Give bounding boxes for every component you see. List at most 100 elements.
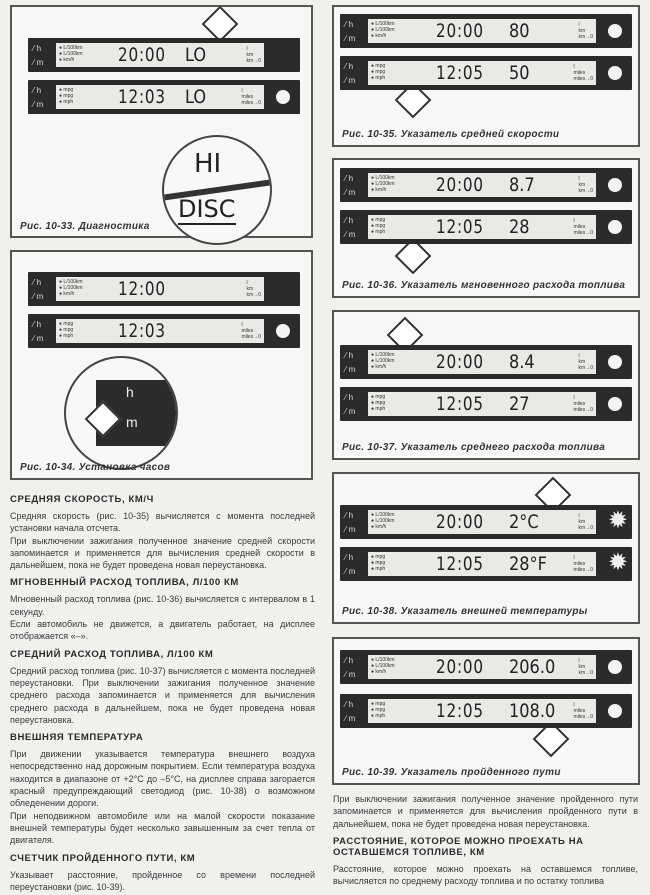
minute-button[interactable]: m [348, 525, 356, 534]
reset-button[interactable] [608, 397, 622, 411]
reset-button[interactable] [608, 704, 622, 718]
clock-buttons[interactable]: ⁄ h⁄ m [345, 511, 356, 534]
unit-label: L/100km [375, 181, 395, 187]
unit-label: km/h [63, 57, 75, 63]
hour-button[interactable]: h [36, 278, 42, 287]
paragraph: Мгновенный расход топлива (рис. 10-36) в… [10, 594, 315, 617]
hour-button[interactable]: h [348, 351, 354, 360]
reset-button[interactable] [608, 66, 622, 80]
unit-label: km→0 [578, 34, 593, 40]
clock-readout: 12:05 [436, 553, 485, 575]
minute-button[interactable]: m [348, 76, 356, 85]
clock-buttons[interactable]: ⁄ h⁄ m [33, 44, 44, 67]
clock-readout: 20:00 [436, 656, 485, 678]
clock-buttons[interactable]: ⁄ h⁄ m [345, 174, 356, 197]
hour-button[interactable]: h [36, 44, 42, 53]
unit-label: l [246, 280, 248, 286]
clock-buttons[interactable]: ⁄ h⁄ m [345, 20, 356, 43]
unit-label: L/100km [63, 279, 83, 285]
unit-label: miles [573, 70, 586, 76]
minute-button[interactable]: m [36, 334, 44, 343]
trip-computer-display: ⁄ h⁄ m ● L/100km● L/100km● km/h 20:00 2°… [340, 505, 632, 539]
unit-label: mpg [375, 217, 386, 223]
left-unit-labels: ● mpg● mpg● mph [59, 321, 74, 339]
minute-button[interactable]: m [348, 365, 356, 374]
minute-button[interactable]: m [348, 230, 356, 239]
hour-button[interactable]: h [36, 320, 42, 329]
minute-button[interactable]: m [348, 34, 356, 43]
hour-button[interactable]: h [348, 174, 354, 183]
unit-label: mpg [63, 327, 74, 333]
minute-button[interactable]: m [348, 714, 356, 723]
trip-computer-display: ⁄ h⁄ m ● L/100km● L/100km● km/h 20:00 8.… [340, 345, 632, 379]
unit-label: l [578, 176, 580, 182]
value-readout: LO [184, 86, 207, 108]
clock-buttons-inset: h m [64, 356, 178, 470]
hour-button[interactable]: h [348, 553, 354, 562]
clock-buttons[interactable]: ⁄ h⁄ m [345, 62, 356, 85]
clock-buttons[interactable]: ⁄ h⁄ m [345, 656, 356, 679]
minute-button[interactable]: m [348, 188, 356, 197]
minute-button[interactable]: m [36, 292, 44, 301]
unit-label: miles [573, 401, 586, 407]
reset-button[interactable] [608, 24, 622, 38]
hour-button[interactable]: h [348, 62, 354, 71]
unit-label: km→0 [578, 365, 593, 371]
left-unit-labels: ● L/100km● L/100km● km/h [59, 279, 83, 297]
clock-buttons[interactable]: ⁄ h⁄ m [33, 320, 44, 343]
value-readout: 8.7 [509, 174, 536, 196]
hour-button[interactable]: h [36, 86, 42, 95]
clock-buttons[interactable]: ⁄ h⁄ m [345, 393, 356, 416]
reset-button[interactable] [608, 660, 622, 674]
reset-button[interactable] [608, 178, 622, 192]
hour-button[interactable]: h [348, 700, 354, 709]
clock-readout: 12:00 [118, 278, 167, 300]
figure-caption: Рис. 10-34. Установка часов [20, 462, 171, 473]
reset-button[interactable] [608, 355, 622, 369]
paragraph: При движении указывается температура вне… [10, 749, 315, 809]
hour-button[interactable]: h [348, 393, 354, 402]
clock-buttons[interactable]: ⁄ h⁄ m [33, 86, 44, 109]
reset-button[interactable] [276, 90, 290, 104]
unit-label: L/100km [63, 51, 83, 57]
unit-label: l [578, 658, 580, 664]
reset-button[interactable] [276, 324, 290, 338]
minute-button[interactable]: m [36, 100, 44, 109]
clock-buttons[interactable]: ⁄ h⁄ m [345, 351, 356, 374]
unit-label: mpg [63, 93, 74, 99]
unit-label: L/100km [375, 518, 395, 524]
minute-button[interactable]: m [348, 407, 356, 416]
unit-label: L/100km [375, 21, 395, 27]
clock-buttons[interactable]: ⁄ h⁄ m [33, 278, 44, 301]
minute-button[interactable]: m [348, 670, 356, 679]
unit-label: km [578, 664, 586, 670]
hour-button[interactable]: h [348, 511, 354, 520]
minute-button[interactable]: m [36, 58, 44, 67]
pointer-arrow-icon [201, 5, 239, 43]
value-readout: 8.4 [509, 351, 536, 373]
clock-buttons[interactable]: ⁄ h⁄ m [345, 216, 356, 239]
unit-label: km [578, 519, 586, 525]
right-text-column: При выключении зажигания полученное знач… [333, 793, 638, 887]
unit-label: mpg [375, 69, 386, 75]
unit-label: l [578, 22, 580, 28]
minute-button[interactable]: m [348, 567, 356, 576]
left-unit-labels: ● mpg● mpg● mph [371, 554, 386, 572]
reset-button[interactable] [608, 220, 622, 234]
trip-computer-display: ⁄ h⁄ m ● L/100km● L/100km● km/h 20:00 8.… [340, 168, 632, 202]
unit-label: mph [63, 333, 74, 339]
clock-buttons[interactable]: ⁄ h⁄ m [345, 700, 356, 723]
hour-button[interactable]: h [348, 20, 354, 29]
clock-buttons[interactable]: ⁄ h⁄ m [345, 553, 356, 576]
hour-button[interactable]: h [348, 216, 354, 225]
left-unit-labels: ● mpg● mpg● mph [371, 217, 386, 235]
hour-button[interactable]: h [348, 656, 354, 665]
unit-label: mph [375, 566, 386, 572]
